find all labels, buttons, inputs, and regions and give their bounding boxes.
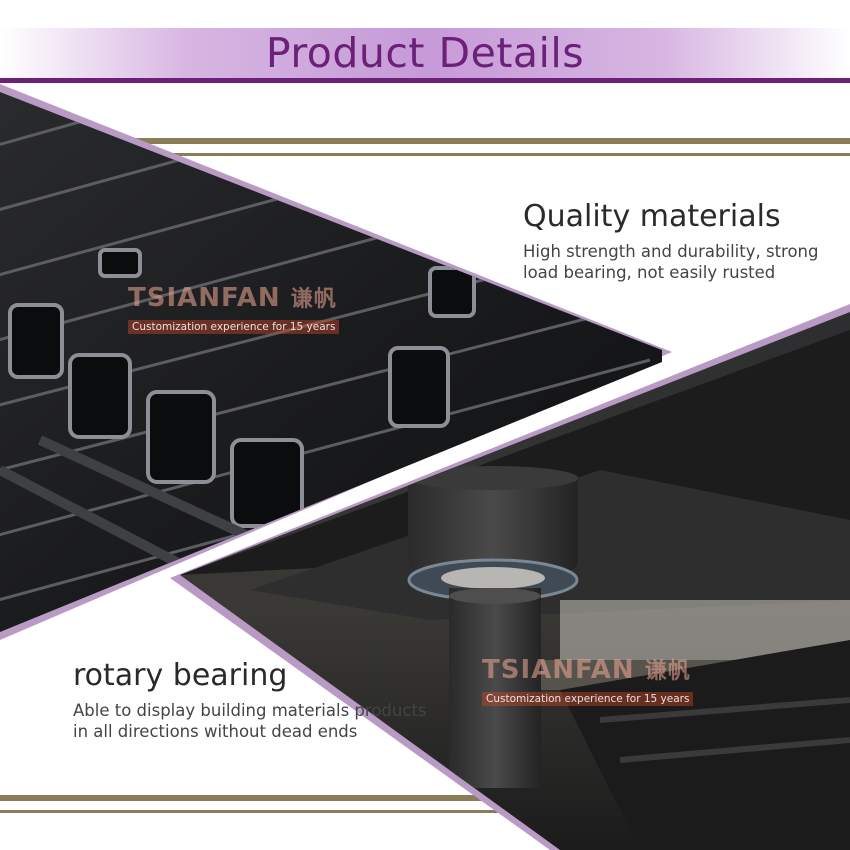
feature-quality-materials: Quality materials High strength and dura… <box>523 199 819 283</box>
top-stripe-thick <box>0 138 850 144</box>
feature-rotary-bearing: rotary bearing Able to display building … <box>73 658 427 742</box>
page-title: Product Details <box>265 29 585 77</box>
watermark-brand-cn: 谦帆 <box>290 287 337 312</box>
watermark-slogan: Customization experience for 15 years <box>128 320 340 334</box>
header-band <box>0 28 850 78</box>
brand-watermark: TSIANFAN 谦帆 Customization experience for… <box>128 283 340 334</box>
feature-description: Able to display building materials produ… <box>73 701 427 741</box>
header-underline <box>0 78 850 83</box>
watermark-brand: TSIANFAN <box>482 655 635 685</box>
top-stripe-thin <box>0 153 850 156</box>
brand-watermark: TSIANFAN 谦帆 Customization experience for… <box>482 655 694 706</box>
feature-title: rotary bearing <box>73 658 288 693</box>
feature-description: High strength and durability, strong loa… <box>523 242 819 282</box>
watermark-brand-cn: 谦帆 <box>644 659 691 684</box>
bottom-stripe-thin <box>0 810 850 813</box>
feature-title: Quality materials <box>523 199 781 234</box>
watermark-brand: TSIANFAN <box>128 283 281 313</box>
watermark-slogan: Customization experience for 15 years <box>482 692 694 706</box>
bottom-stripe-thick <box>0 795 850 801</box>
